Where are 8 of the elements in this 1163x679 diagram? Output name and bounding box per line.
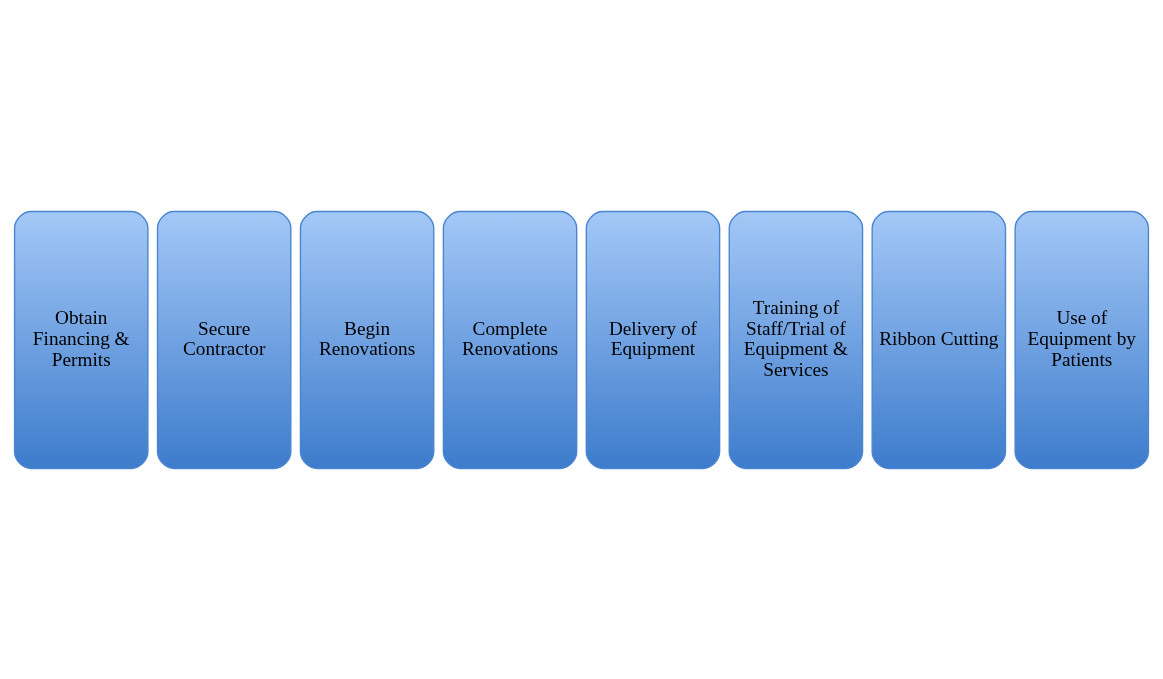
node-box: Obtain Financing & Permits [13, 210, 149, 469]
node-box: Use of Equipment by Patients [1014, 210, 1150, 469]
node-box: Complete Renovations [442, 210, 578, 469]
node-box: Ribbon Cutting [871, 210, 1007, 469]
node-box: Secure Contractor [156, 210, 292, 469]
node-box: Delivery of Equipment [585, 210, 721, 469]
node-box: Begin Renovations [299, 210, 435, 469]
node-box: Training of Staff/Trial of Equipment & Services [728, 210, 864, 469]
